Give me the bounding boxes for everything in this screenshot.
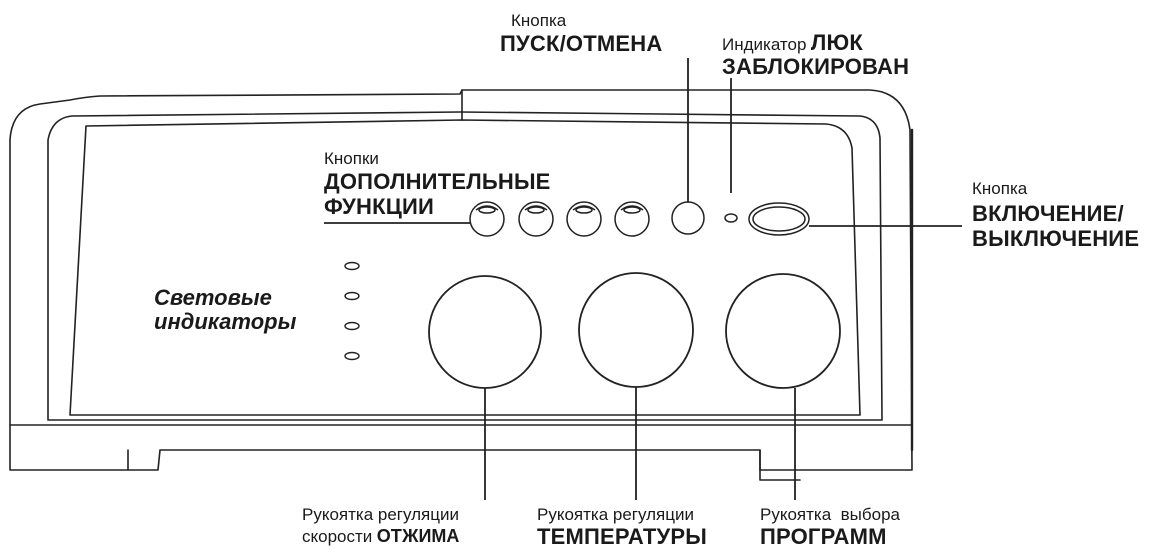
- panel-inner-screen: [69, 119, 861, 416]
- temp-knob-label: ТЕМПЕРАТУРЫ: [537, 524, 707, 549]
- extra-function-button-4[interactable]: [614, 201, 650, 237]
- light-indicator-4: [344, 351, 360, 361]
- extra-function-button-2[interactable]: [518, 201, 554, 237]
- power-button-rim: [752, 206, 806, 232]
- power-button[interactable]: [748, 202, 810, 236]
- start-cancel-button[interactable]: [671, 201, 705, 235]
- light-indicator-2: [344, 291, 360, 301]
- spin-knob-label: ОТЖИМА: [376, 526, 460, 546]
- temp-knob-caption: Рукоятка регуляции: [537, 505, 694, 524]
- door-locked-line1: Индикатор ЛЮК: [722, 32, 863, 54]
- door-locked-word: ЛЮК: [810, 30, 864, 55]
- door-locked-indicator: [724, 213, 738, 223]
- extra-function-button-1[interactable]: [469, 201, 505, 237]
- program-knob-label: ПРОГРАММ: [760, 524, 887, 549]
- indicators-label-2: индикаторы: [154, 309, 297, 334]
- extra-functions-label-1: ДОПОЛНИТЕЛЬНЫЕ: [324, 169, 551, 194]
- extra-functions-label-2: ФУНКЦИИ: [324, 194, 435, 219]
- panel-housing: [9, 89, 913, 471]
- spin-knob-prefix: скорости: [302, 527, 373, 546]
- spin-knob-caption: Рукоятка регуляции: [302, 505, 459, 524]
- light-indicator-1: [344, 261, 360, 271]
- spin-knob-line2: скорости ОТЖИМА: [302, 527, 459, 546]
- program-knob-caption: Рукоятка выбора: [760, 505, 900, 524]
- door-locked-label: ЗАБЛОКИРОВАН: [722, 54, 910, 79]
- start-cancel-label: ПУСК/ОТМЕНА: [500, 31, 663, 56]
- power-label-1: ВКЛЮЧЕНИЕ/: [972, 201, 1124, 226]
- panel-foot-right: [759, 449, 801, 481]
- extra-functions-caption: Кнопки: [324, 149, 379, 168]
- power-label-2: ВЫКЛЮЧЕНИЕ: [972, 226, 1140, 251]
- indicators-label-1: Световые: [154, 285, 272, 310]
- start-cancel-caption: Кнопка: [511, 11, 567, 30]
- light-indicator-3: [344, 321, 360, 331]
- spin-speed-knob[interactable]: [428, 275, 542, 389]
- temperature-knob[interactable]: [578, 272, 694, 388]
- extra-function-button-3[interactable]: [566, 201, 602, 237]
- program-knob[interactable]: [725, 273, 841, 389]
- door-locked-caption: Индикатор: [722, 35, 807, 54]
- panel-inner-bezel: [47, 111, 883, 421]
- power-caption: Кнопка: [972, 179, 1028, 198]
